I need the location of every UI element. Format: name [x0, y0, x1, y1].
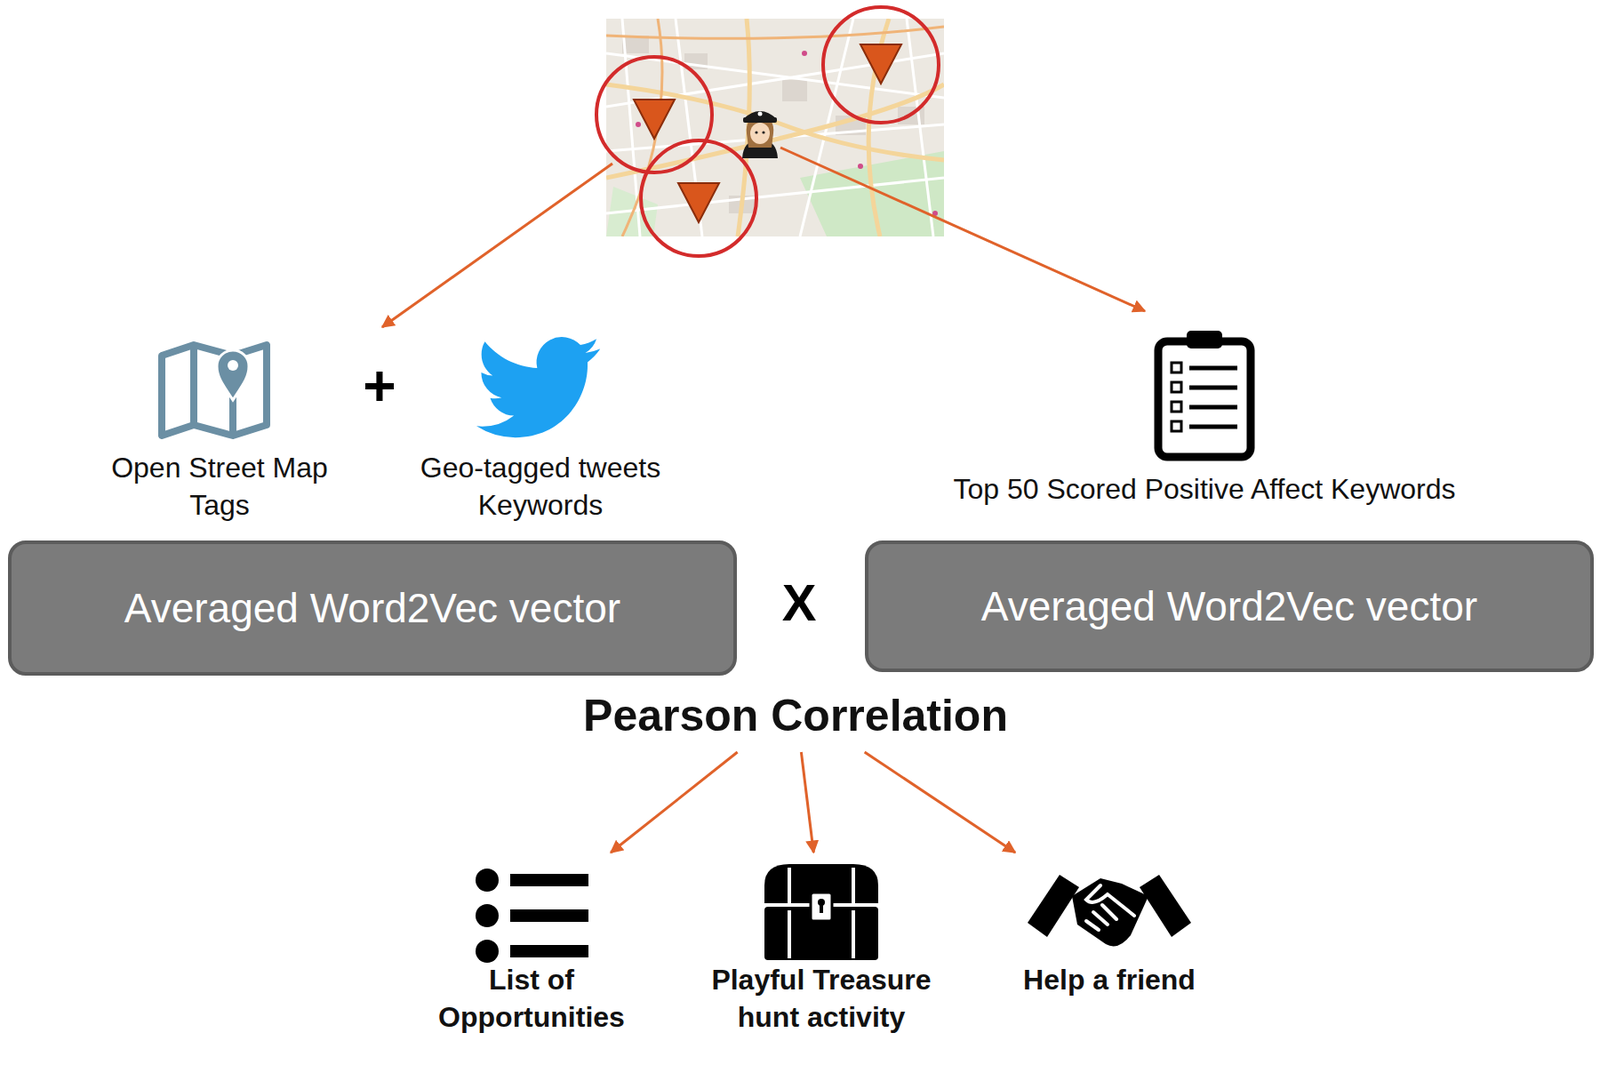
clipboard-icon — [1189, 405, 1238, 410]
clipboard-icon — [1189, 424, 1238, 430]
flow-arrow — [800, 752, 814, 853]
list-icon — [475, 868, 499, 892]
clipboard-icon — [1186, 330, 1223, 349]
clipboard-icon — [1171, 421, 1182, 432]
multiply-sign: X — [782, 576, 817, 629]
city-map — [606, 18, 944, 237]
node-label: Averaged Word2Vec vector — [981, 582, 1478, 631]
city-map — [801, 50, 808, 56]
treasure-chest-icon — [787, 867, 792, 904]
node-label: Pearson Correlation — [532, 689, 1059, 742]
icon-caption-node: Top 50 Scored Positive Affect Keywords — [879, 328, 1530, 514]
area-circle — [596, 7, 939, 256]
twitter-bird-icon — [476, 336, 600, 438]
operation-title: Pearson Correlation — [532, 689, 1059, 747]
city-map — [606, 26, 944, 39]
clipboard-icon — [1189, 385, 1238, 391]
clipboard-icon — [1158, 330, 1251, 457]
treasure-chest-icon — [851, 867, 856, 904]
map-icon — [216, 350, 249, 400]
city-map — [635, 121, 641, 128]
output-node: Playful Treasure hunt activity — [687, 855, 956, 1041]
city-map — [606, 18, 944, 237]
city-map — [596, 7, 944, 256]
clipboard-icon — [1189, 368, 1238, 427]
output-node: Help a friend — [992, 855, 1226, 1005]
handshake-icon — [1086, 920, 1099, 930]
area-circle — [596, 56, 712, 173]
node-label: Playful Treasure hunt activity — [687, 961, 956, 1036]
handshake-icon — [1086, 885, 1135, 930]
node-label: List of Opportunities — [406, 961, 657, 1036]
city-map — [606, 18, 944, 237]
flow-arrow — [610, 752, 738, 853]
handshake-icon — [1027, 874, 1192, 946]
city-map — [606, 84, 944, 178]
icon-caption-node: Geo-tagged tweets Keywords — [392, 328, 688, 529]
treasure-chest-icon — [787, 910, 792, 959]
handshake-icon — [1027, 874, 1080, 937]
treasure-chest-icon — [851, 910, 856, 959]
place-marker — [860, 44, 902, 84]
map-icon — [161, 344, 267, 436]
map-arrow — [780, 147, 1145, 312]
area-circle — [640, 140, 757, 256]
city-map — [857, 163, 864, 169]
node-label: Averaged Word2Vec vector — [124, 584, 621, 632]
treasure-chest-icon — [764, 864, 879, 960]
handshake-icon — [1102, 904, 1117, 920]
place-marker — [678, 183, 720, 223]
process-box: Averaged Word2Vec vector — [864, 540, 1594, 672]
icon-caption-node: Open Street Map Tags — [85, 336, 354, 529]
list-icon — [475, 904, 499, 928]
list-icon — [510, 909, 589, 922]
map-icon — [190, 344, 198, 425]
place-marker — [633, 44, 902, 223]
city-map — [606, 18, 944, 237]
treasure-chest-icon — [810, 892, 832, 921]
clipboard-icon — [1171, 362, 1182, 432]
place-marker — [633, 99, 675, 139]
city-map — [606, 177, 944, 214]
process-box: Averaged Word2Vec vector — [8, 540, 737, 676]
city-map — [782, 80, 808, 102]
user-avatar — [743, 117, 777, 123]
city-map — [606, 18, 944, 237]
user-avatar — [758, 112, 763, 117]
clipboard-icon — [1171, 382, 1182, 392]
handshake-icon — [1072, 878, 1149, 946]
map-icon — [227, 360, 239, 371]
twitter-bird-icon — [476, 336, 600, 438]
clipboard-icon — [1171, 362, 1182, 373]
list-icon — [510, 873, 589, 887]
user-avatar — [761, 130, 765, 134]
map-arrow — [382, 163, 613, 328]
flow-arrow — [864, 752, 1016, 853]
handshake-icon — [1139, 874, 1192, 937]
city-map — [906, 18, 934, 237]
map-arrow — [382, 147, 1145, 328]
user-avatar — [742, 111, 778, 159]
clipboard-icon — [1171, 401, 1182, 412]
output-node: List of Opportunities — [406, 855, 657, 1041]
map-icon — [161, 344, 267, 436]
list-icon — [475, 868, 589, 963]
node-label: Geo-tagged tweets Keywords — [392, 449, 688, 524]
user-avatar — [754, 130, 758, 134]
list-icon — [475, 939, 499, 963]
node-label: Open Street Map Tags — [85, 449, 354, 524]
node-label: Help a friend — [992, 961, 1226, 1000]
city-map — [635, 50, 938, 216]
handshake-icon — [1093, 912, 1108, 925]
area-circle — [823, 7, 939, 123]
plus-sign: + — [362, 357, 396, 415]
clipboard-icon — [1158, 341, 1251, 457]
list-icon — [510, 944, 589, 958]
clipboard-icon — [1189, 366, 1238, 371]
treasure-chest-icon — [819, 904, 824, 913]
node-label: Top 50 Scored Positive Affect Keywords — [879, 471, 1530, 509]
user-avatar — [750, 122, 770, 144]
